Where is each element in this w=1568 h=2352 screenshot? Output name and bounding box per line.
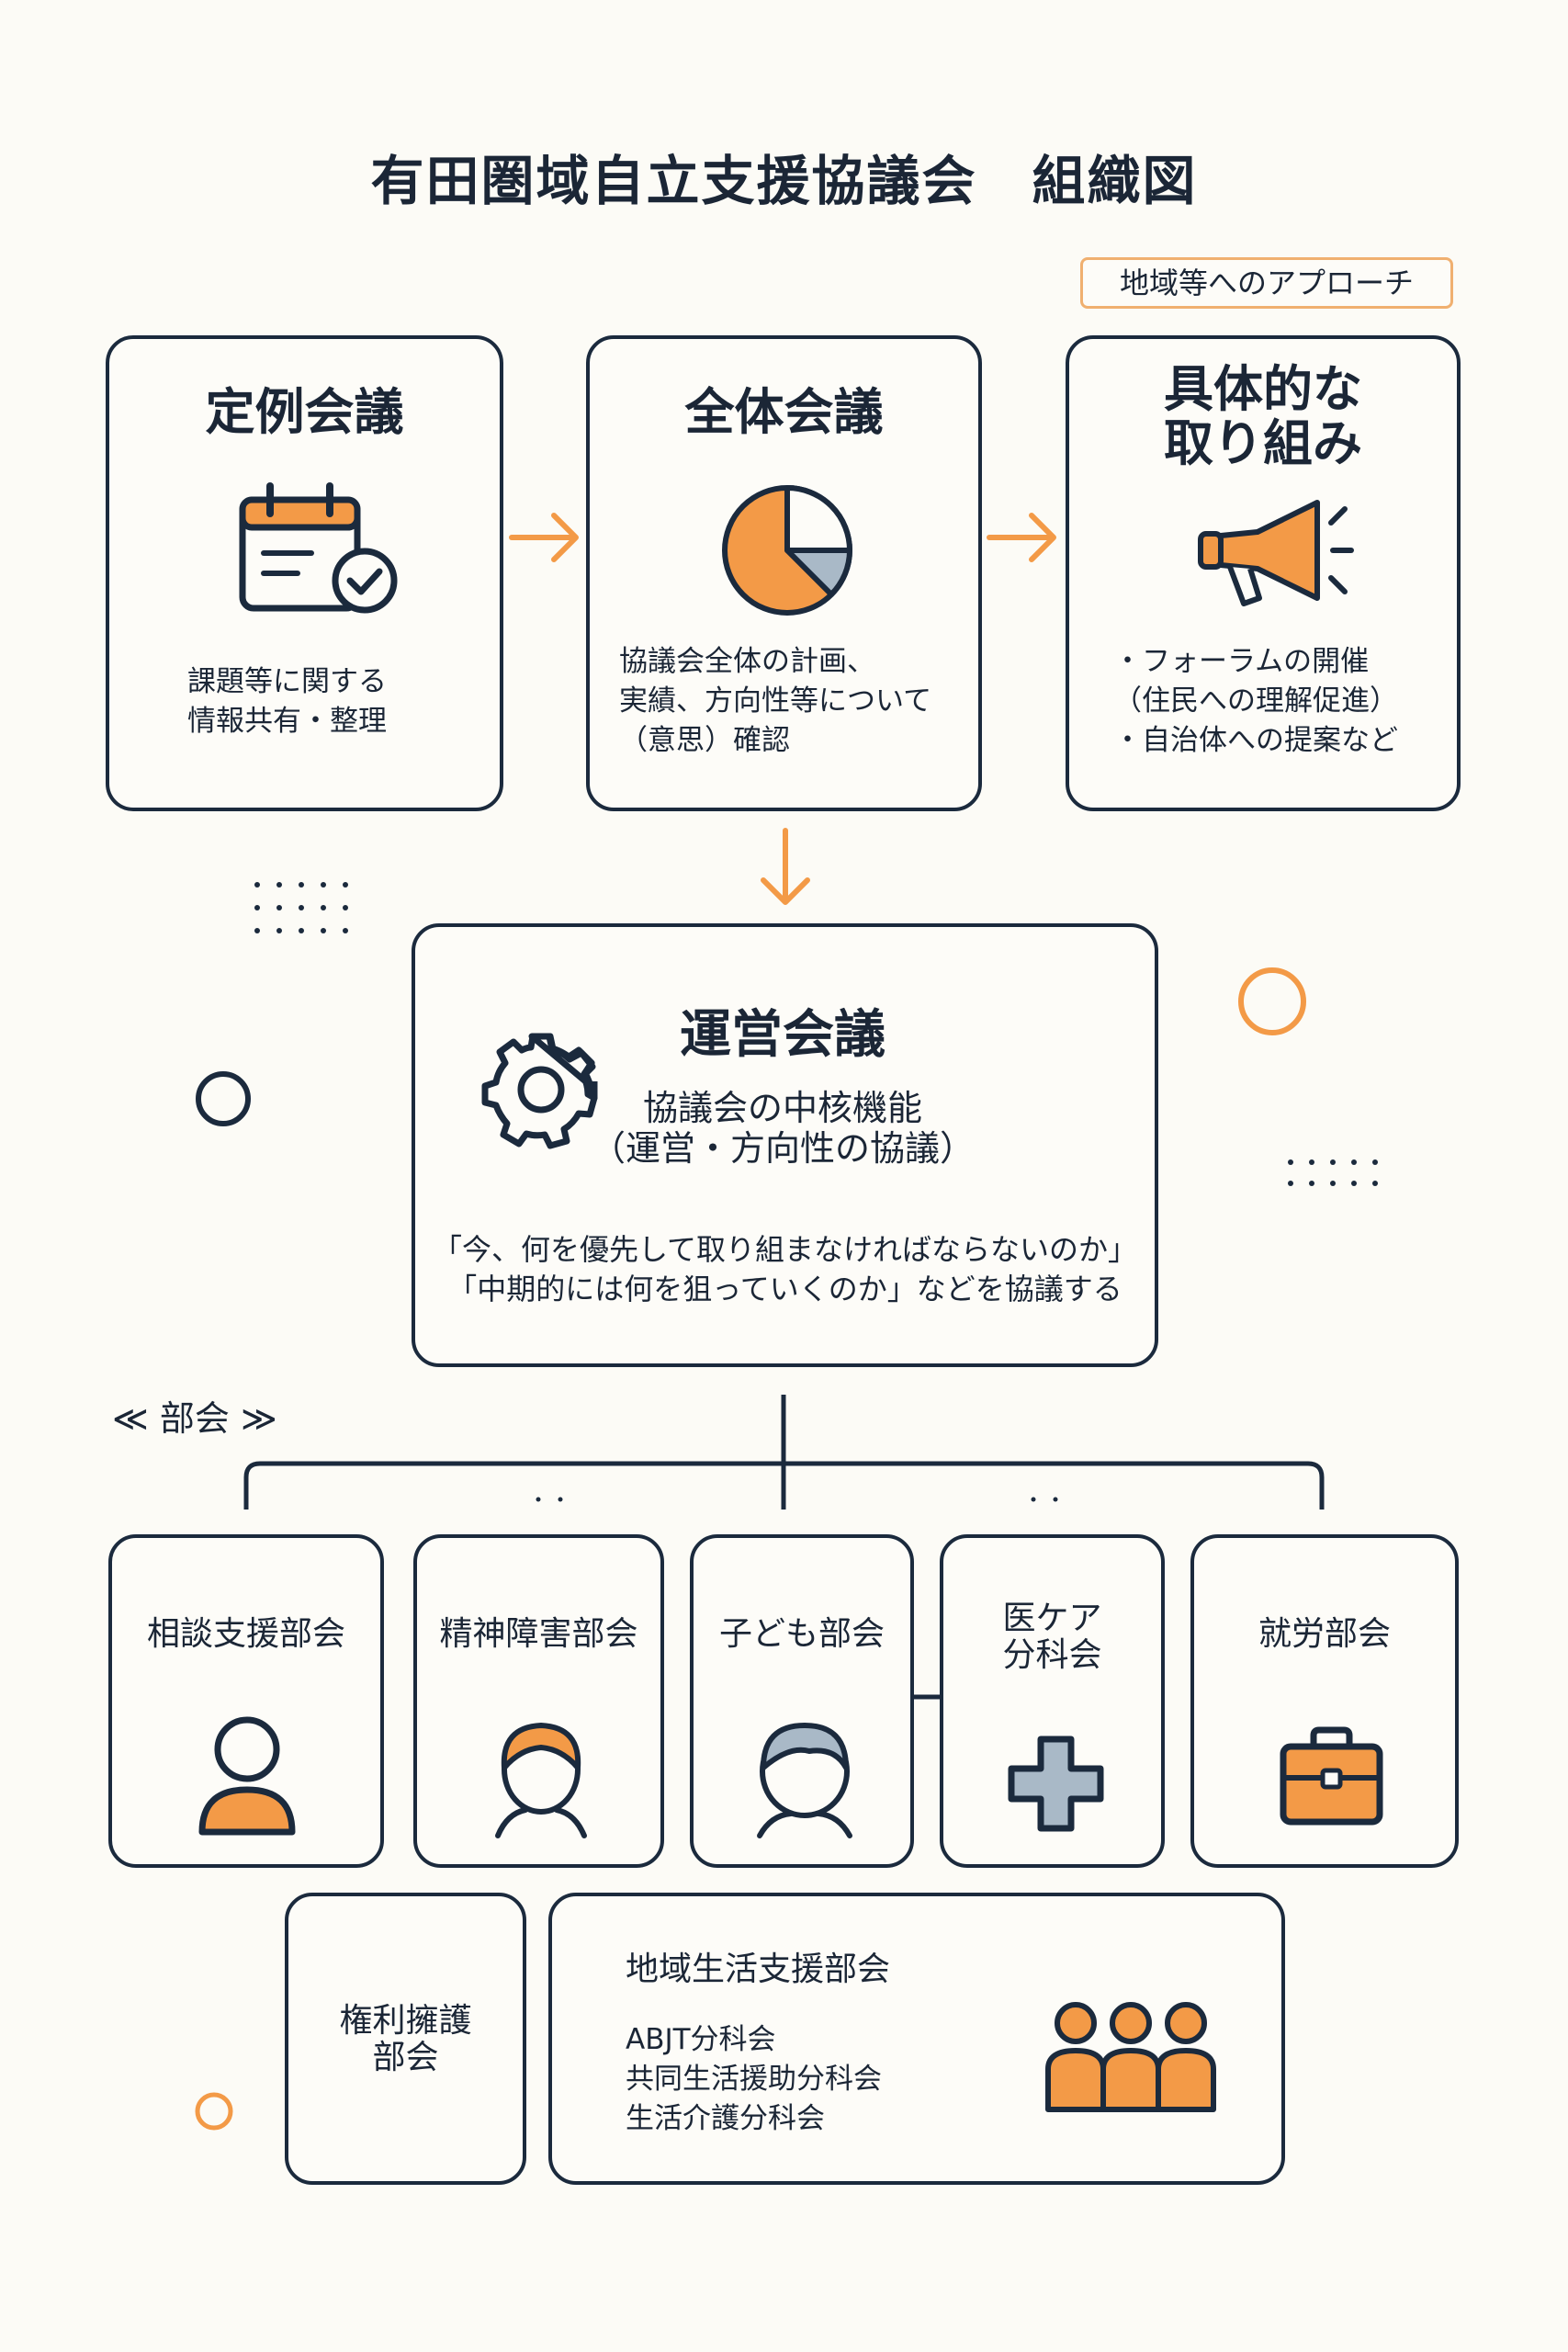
- chiiki-seikatsu-shien-bukai-box: 地域生活支援部会 ABJT分科会 共同生活援助分科会 生活介護分科会: [548, 1893, 1285, 2185]
- zentai-desc-line: 実績、方向性等について: [619, 684, 932, 718]
- kodomo-bukai-box: 子ども部会: [690, 1534, 914, 1868]
- zentai-desc-line: 協議会全体の計画、: [619, 645, 875, 678]
- unei-kaigi-title: 運営会議: [680, 1005, 886, 1065]
- unei-subtitle-line: （運営・方向性の協議）: [590, 1128, 975, 1169]
- kenri-label-line: 権利擁護: [339, 2002, 472, 2040]
- dot-grid-decoration: [254, 882, 348, 933]
- chiiki-item: 共同生活援助分科会: [626, 2063, 882, 2096]
- zentai-kaigi-title: 全体会議: [684, 383, 884, 441]
- chiiki-label: 地域生活支援部会: [626, 1951, 891, 1988]
- gutai-title-line: 取り組み: [1164, 414, 1362, 473]
- approach-tag: 地域等へのアプローチ: [1080, 257, 1453, 309]
- arrow-right-icon: [987, 513, 1056, 562]
- kenri-label-line: 部会: [372, 2039, 439, 2076]
- chiiki-item: 生活介護分科会: [626, 2102, 825, 2135]
- gutai-desc-line: ・フォーラムの開催: [1113, 645, 1370, 678]
- unei-desc-line: 「中期的には何を狙っていくのか」などを協議する: [447, 1272, 1122, 1306]
- seishin-shougai-bukai-box: 精神障害部会: [413, 1534, 664, 1868]
- megaphone-icon: [1198, 500, 1354, 606]
- kenri-yougo-bukai-box: 権利擁護 部会: [285, 1893, 526, 2185]
- circle-decoration: [195, 2092, 233, 2131]
- dot-grid-decoration: [1288, 1159, 1378, 1186]
- gutai-title-line: 具体的な: [1164, 360, 1362, 418]
- arrow-right-icon: [509, 513, 579, 562]
- arrow-down-icon: [761, 828, 810, 905]
- iryou-care-bunkakai-box: 医ケア 分科会: [940, 1534, 1165, 1868]
- calendar-check-icon: [239, 482, 398, 614]
- person-face-icon: [495, 1723, 587, 1838]
- chiiki-item: ABJT分科会: [626, 2023, 776, 2056]
- soudan-shien-bukai-box: 相談支援部会: [108, 1534, 384, 1868]
- shurou-label: 就労部会: [1258, 1615, 1391, 1653]
- gear-icon: [481, 1033, 598, 1149]
- pie-chart-icon: [722, 485, 852, 616]
- bukai-label: ≪ 部会 ≫: [112, 1398, 277, 1439]
- page-title: 有田圏域自立支援協議会 組織図: [370, 150, 1198, 212]
- child-face-icon: [757, 1723, 852, 1838]
- teirei-desc-line: 情報共有・整理: [187, 705, 387, 738]
- kodomo-label: 子ども部会: [718, 1615, 885, 1653]
- zentai-kaigi-box: 全体会議 協議会全体の計画、 実績、方向性等について （意思）確認: [586, 335, 982, 811]
- gutai-desc-line: ・自治体への提案など: [1113, 724, 1398, 757]
- teirei-kaigi-box: 定例会議 課題等に関する 情報共有・整理: [106, 335, 503, 811]
- zentai-desc-line: （意思）確認: [619, 724, 790, 757]
- group-icon: [1045, 2002, 1216, 2112]
- unei-subtitle-line: 協議会の中核機能: [642, 1088, 922, 1128]
- soudan-label: 相談支援部会: [146, 1615, 345, 1653]
- gutai-torikumi-box: 具体的な 取り組み ・フォーラムの開催 （住民への理解促進） ・自治体への提案な…: [1066, 335, 1461, 811]
- briefcase-icon: [1280, 1726, 1383, 1826]
- shurou-bukai-box: 就労部会: [1190, 1534, 1459, 1868]
- circle-decoration: [196, 1071, 251, 1126]
- teirei-kaigi-title: 定例会議: [205, 383, 404, 441]
- iryou-label-line: 分科会: [1002, 1636, 1102, 1674]
- iryou-label-line: 医ケア: [1002, 1600, 1102, 1637]
- unei-kaigi-box: 運営会議 協議会の中核機能 （運営・方向性の協議） 「今、何を優先して取り組まな…: [412, 923, 1158, 1367]
- circle-decoration: [1238, 967, 1306, 1035]
- gutai-desc-line: （住民への理解促進）: [1113, 684, 1398, 718]
- medical-cross-icon: [1008, 1736, 1104, 1832]
- unei-desc-line: 「今、何を優先して取り組まなければならないのか」: [432, 1232, 1138, 1267]
- person-icon: [198, 1716, 296, 1836]
- seishin-label: 精神障害部会: [439, 1615, 638, 1653]
- teirei-desc-line: 課題等に関する: [187, 665, 387, 698]
